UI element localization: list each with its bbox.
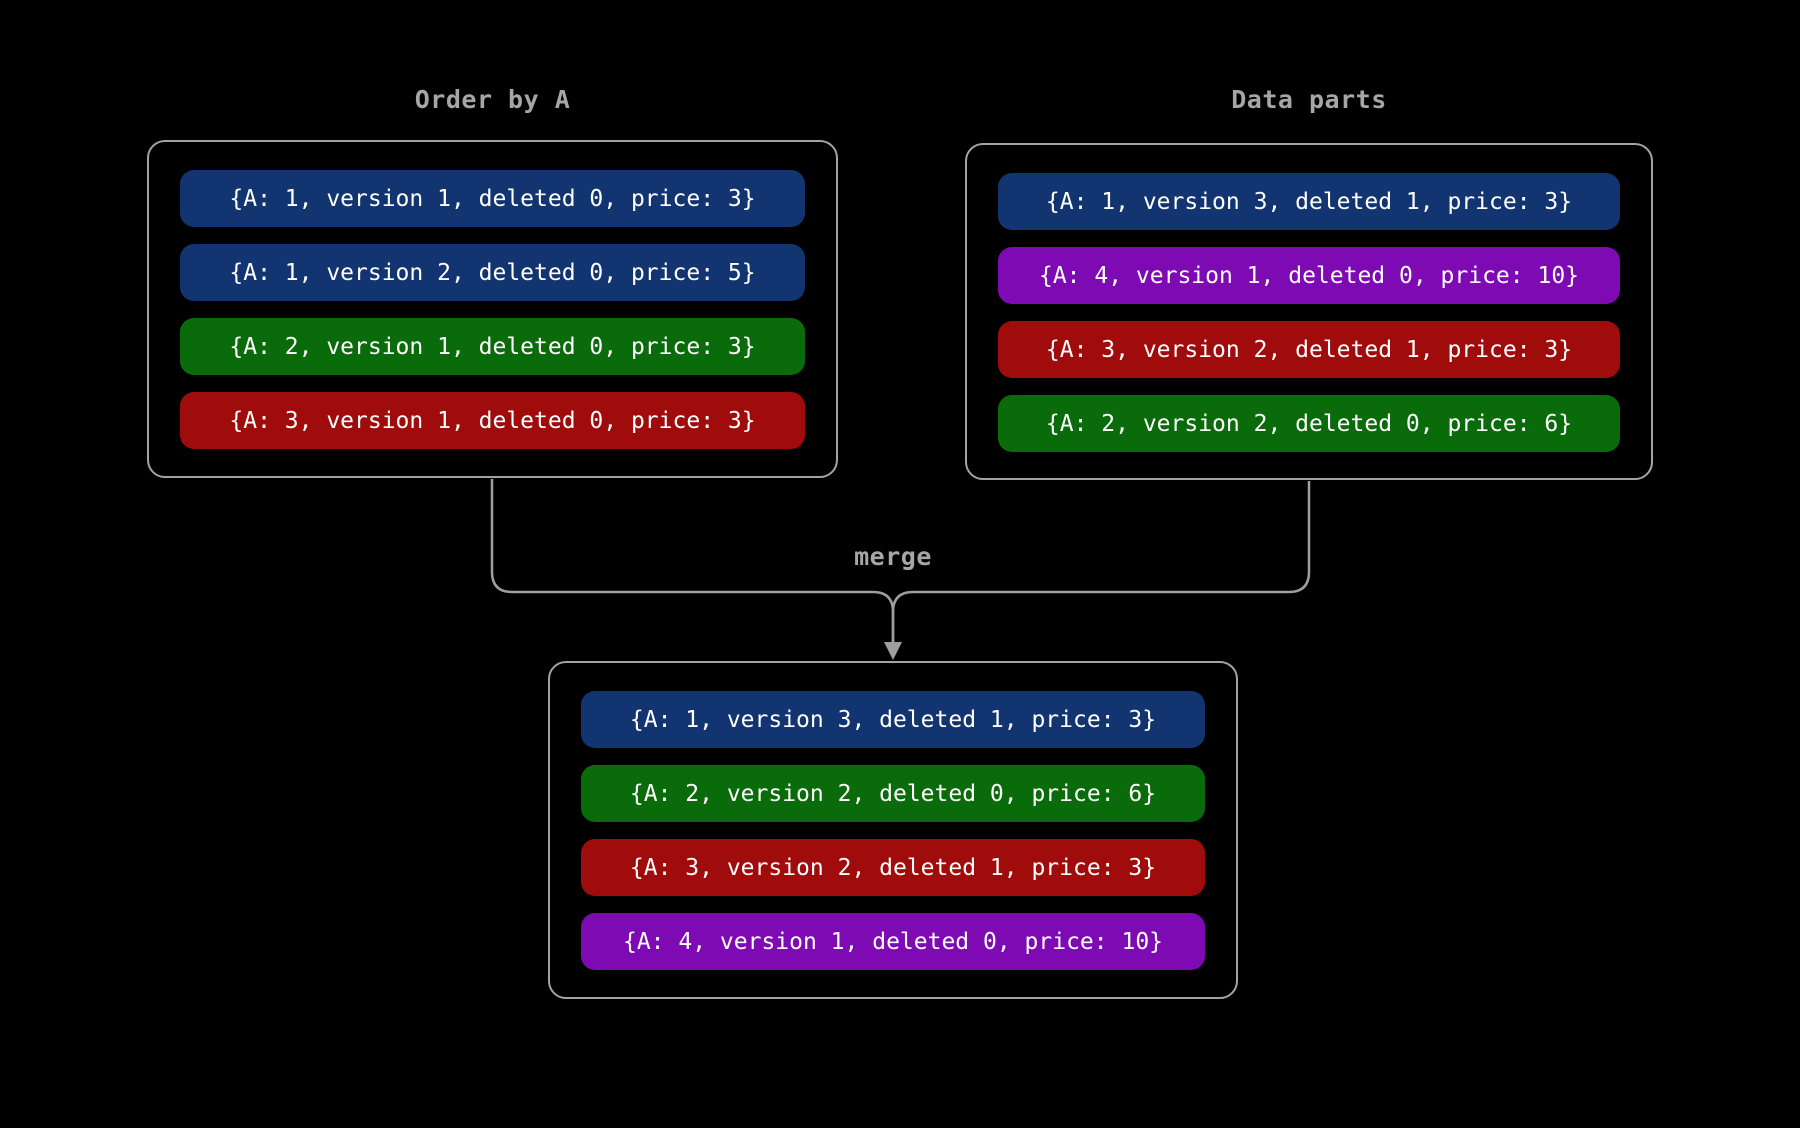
data-row: {A: 1, version 1, deleted 0, price: 3} <box>180 170 805 227</box>
data-row: {A: 1, version 2, deleted 0, price: 5} <box>180 244 805 301</box>
data-row: {A: 3, version 1, deleted 0, price: 3} <box>180 392 805 449</box>
right-box-title: Data parts <box>1231 85 1387 114</box>
data-row: {A: 3, version 2, deleted 1, price: 3} <box>998 321 1620 378</box>
data-row: {A: 1, version 3, deleted 1, price: 3} <box>581 691 1205 748</box>
arrowhead-icon <box>884 642 902 660</box>
data-row: {A: 4, version 1, deleted 0, price: 10} <box>998 247 1620 304</box>
data-row: {A: 4, version 1, deleted 0, price: 10} <box>581 913 1205 970</box>
merged-part-box: {A: 1, version 3, deleted 1, price: 3} {… <box>548 661 1238 999</box>
left-box-title: Order by A <box>414 85 571 114</box>
data-row: {A: 2, version 2, deleted 0, price: 6} <box>998 395 1620 452</box>
data-row: {A: 1, version 3, deleted 1, price: 3} <box>998 173 1620 230</box>
data-row: {A: 2, version 1, deleted 0, price: 3} <box>180 318 805 375</box>
merge-label: merge <box>854 542 932 571</box>
order-by-a-part-box: {A: 1, version 1, deleted 0, price: 3} {… <box>147 140 838 478</box>
data-row: {A: 3, version 2, deleted 1, price: 3} <box>581 839 1205 896</box>
data-row: {A: 2, version 2, deleted 0, price: 6} <box>581 765 1205 822</box>
data-parts-part-box: {A: 1, version 3, deleted 1, price: 3} {… <box>965 143 1653 480</box>
